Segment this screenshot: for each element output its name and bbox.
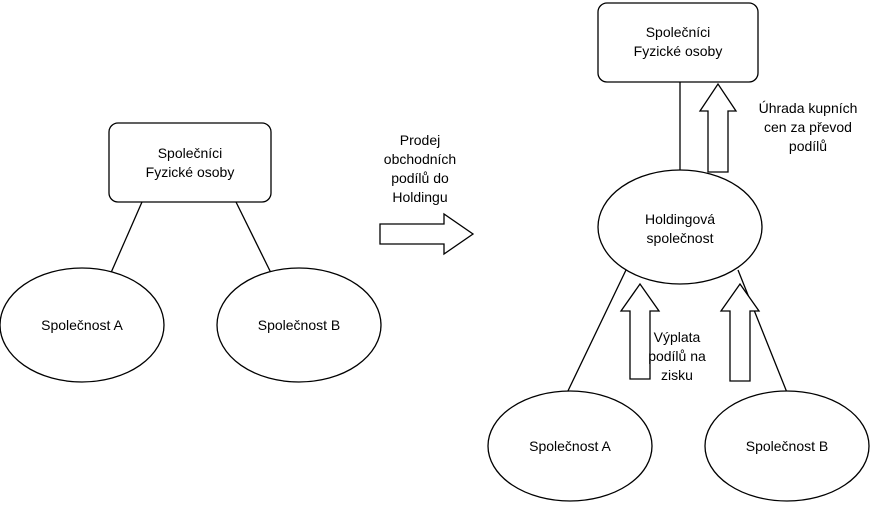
right-partners-line1: Společníci (646, 24, 711, 40)
transfer-text-line2: obchodních (384, 151, 456, 167)
holding-ellipse (597, 169, 763, 285)
payment-text-line1: Úhrada kupních (759, 100, 858, 116)
left-partners-line1: Společníci (158, 145, 223, 161)
transfer-text-line4: Holdingu (392, 189, 447, 205)
right-company-a-ellipse (487, 390, 653, 502)
right-company-b-ellipse (704, 390, 870, 502)
dividend-arrow-right (719, 282, 761, 382)
transfer-arrow (379, 212, 475, 256)
transfer-text-line1: Prodej (400, 132, 440, 148)
right-partners-line2: Fyzické osoby (634, 43, 723, 59)
connector-left-partners-company-a (109, 201, 143, 276)
right-company-a-label: Společnost A (529, 438, 611, 454)
left-company-a-ellipse (0, 267, 165, 383)
payment-text-line3: podílů (789, 138, 827, 154)
left-company-b-ellipse (216, 267, 382, 383)
connector-left-partners-company-b (235, 201, 273, 276)
dividends-text-line2: podílů na (648, 348, 706, 364)
dividends-text-line1: Výplata (654, 329, 701, 345)
left-partners-line2: Fyzické osoby (146, 164, 235, 180)
transfer-text-line3: podílů do (391, 170, 449, 186)
right-partners-box (597, 2, 759, 83)
dividends-text-line3: zisku (661, 367, 693, 383)
connector-holding-company-b (737, 269, 789, 396)
payment-text-line2: cen za převod (764, 119, 852, 135)
dividend-arrow-left (619, 282, 661, 380)
right-company-b-label: Společnost B (746, 438, 829, 454)
left-company-a-label: Společnost A (41, 317, 123, 333)
connector-holding-company-a (565, 269, 627, 396)
holding-line1: Holdingová (645, 211, 715, 227)
left-partners-box (108, 122, 272, 203)
left-company-b-label: Společnost B (258, 317, 341, 333)
holding-line2: společnost (647, 230, 714, 246)
payment-arrow (698, 82, 738, 173)
